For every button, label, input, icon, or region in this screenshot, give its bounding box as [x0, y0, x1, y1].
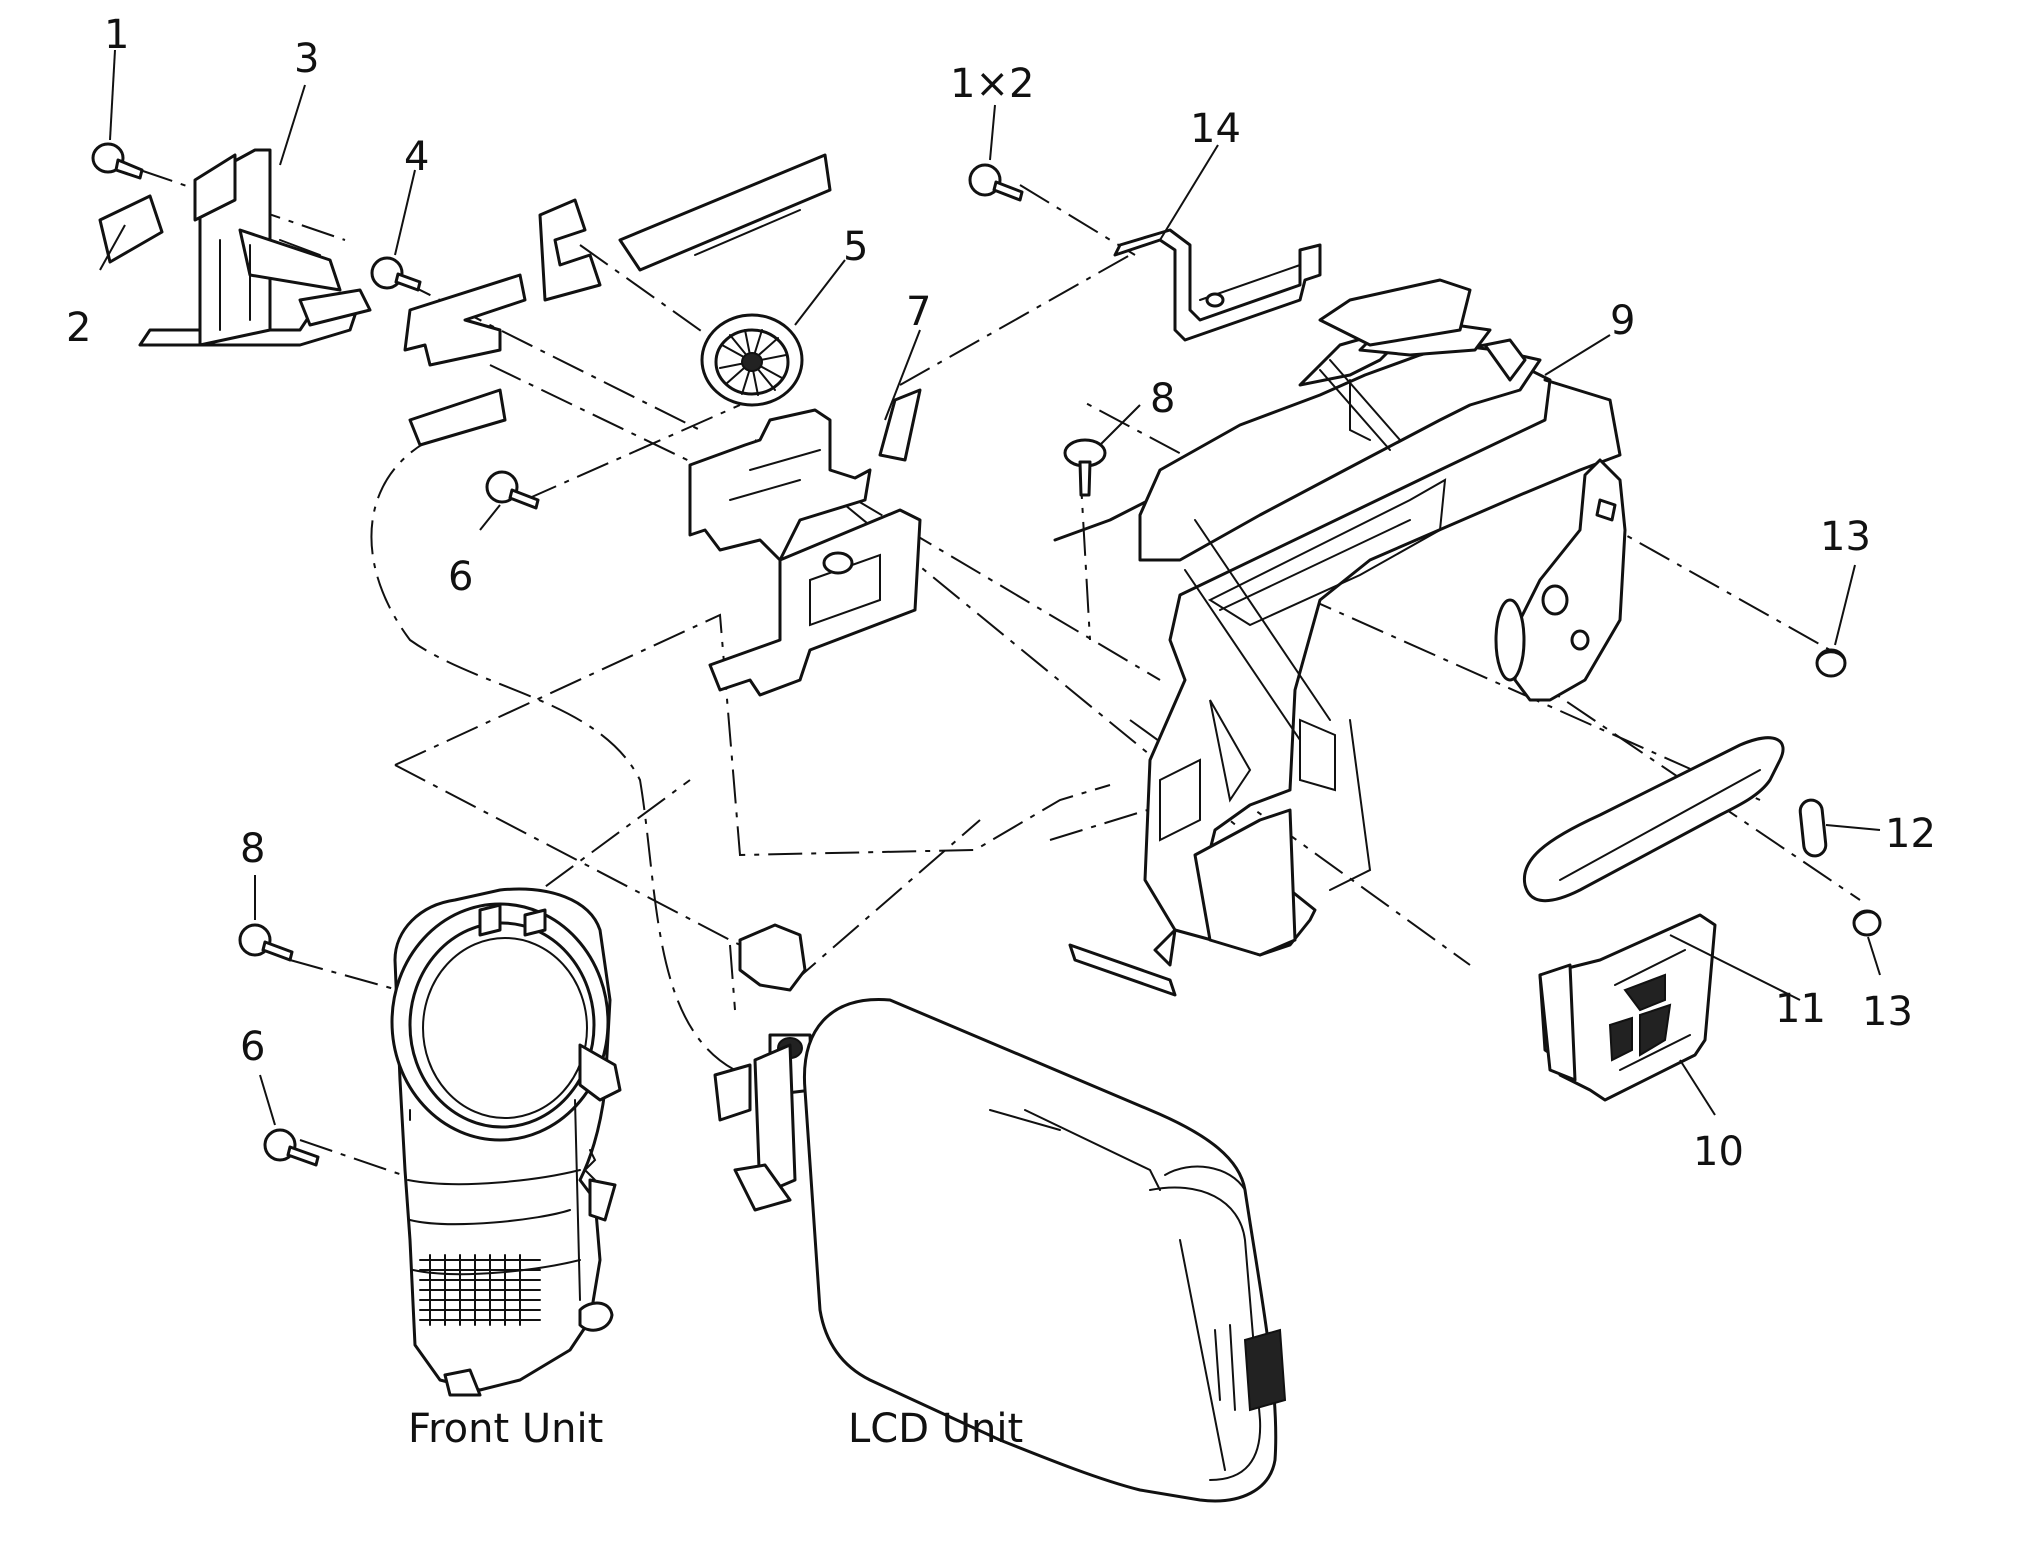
leader-lines	[99, 49, 1881, 1126]
bracket-part-7	[688, 388, 922, 697]
callout-13-upper: 13	[1820, 514, 1871, 560]
front-unit-label: Front Unit	[408, 1406, 603, 1452]
flex-ribbon	[403, 153, 832, 447]
callout-7: 7	[906, 289, 931, 335]
lcd-unit-label: LCD Unit	[848, 1406, 1023, 1452]
callout-10: 10	[1693, 1129, 1744, 1175]
screw-8-upper	[1063, 438, 1107, 497]
front-unit	[390, 887, 622, 1397]
callout-11: 11	[1775, 986, 1826, 1032]
lcd-unit	[713, 923, 1287, 1503]
callout-12: 12	[1885, 811, 1936, 857]
screw-1x2	[968, 163, 1024, 202]
bracket-part-14	[1113, 228, 1322, 342]
callout-14: 14	[1190, 106, 1241, 152]
callout-13-lower: 13	[1862, 989, 1913, 1035]
callout-4: 4	[404, 134, 429, 180]
callout-1: 1	[104, 12, 129, 58]
front-speaker-grille	[419, 1254, 541, 1326]
screw-4	[370, 256, 422, 292]
callout-1x2: 1×2	[950, 61, 1034, 107]
pad-part-2	[98, 194, 164, 264]
callout-8-lower: 8	[240, 826, 265, 872]
callout-3: 3	[294, 36, 319, 82]
plug-part-12	[1798, 798, 1828, 858]
callout-2: 2	[66, 305, 91, 351]
main-housing-part-9	[1053, 278, 1627, 997]
cap-part-13-upper	[1815, 648, 1847, 678]
callout-6-lower: 6	[240, 1024, 265, 1070]
grip-cover-part-11	[1522, 736, 1785, 903]
screw-8-lower	[238, 923, 294, 962]
speaker-part-5	[700, 313, 804, 407]
callout-8-upper: 8	[1150, 376, 1175, 422]
holder-part-3	[138, 148, 372, 347]
screw-6-upper	[485, 470, 540, 510]
cover-part-10	[1538, 913, 1717, 1102]
callout-6-upper: 6	[448, 554, 473, 600]
screw-6-lower	[263, 1128, 320, 1167]
callout-9: 9	[1610, 298, 1635, 344]
cap-part-13-lower	[1852, 909, 1882, 937]
callout-labels: 1 2 3 4 1×2 14 5 7 9 8 6 13 12 11 13 10 …	[66, 12, 1936, 1175]
callout-5: 5	[843, 224, 868, 270]
screw-1	[91, 142, 144, 180]
